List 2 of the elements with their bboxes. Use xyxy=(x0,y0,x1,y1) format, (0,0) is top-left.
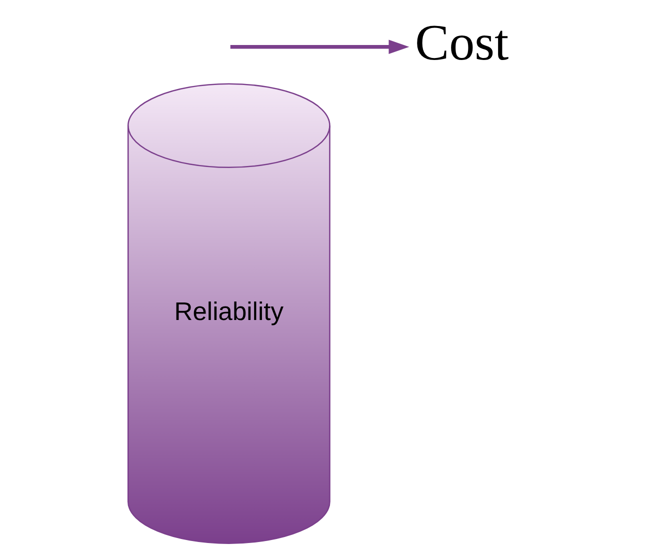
node-text: Cost xyxy=(415,16,509,72)
arrow xyxy=(230,40,410,54)
